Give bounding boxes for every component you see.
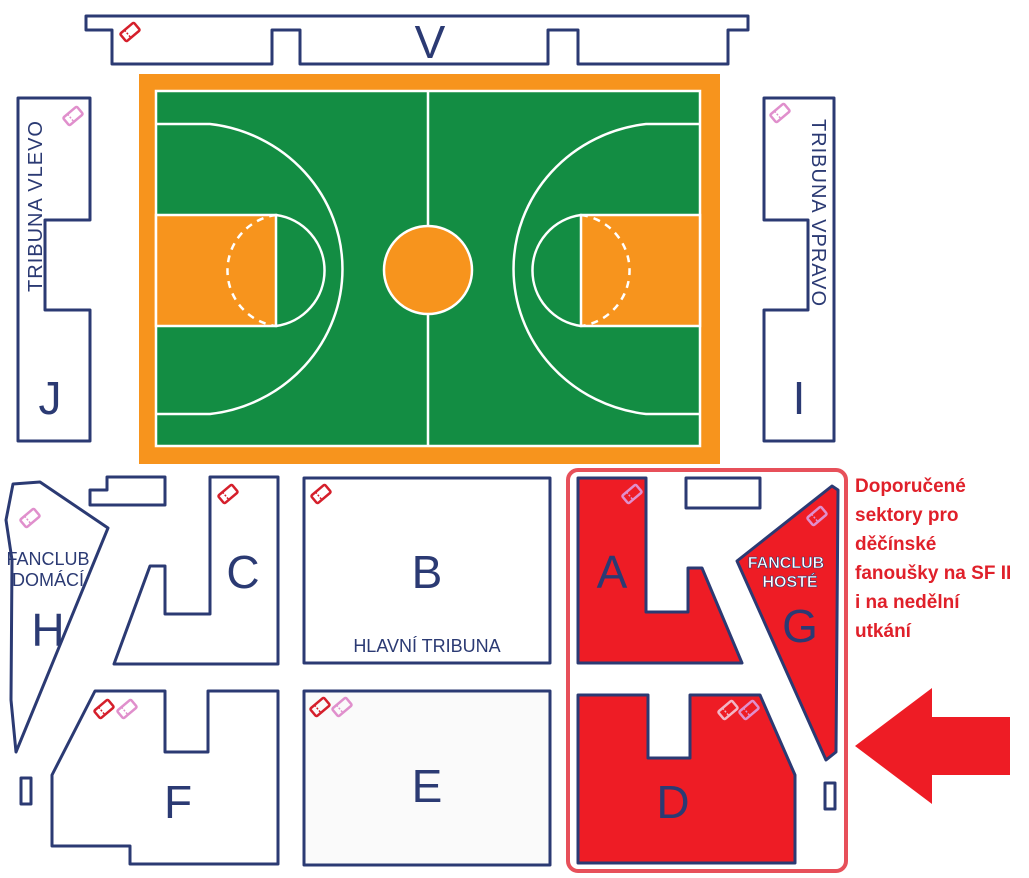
- section-label-v: V: [415, 16, 446, 68]
- label-tribuna-vpravo: TRIBUNA VPRAVO: [807, 119, 829, 307]
- note-line-3: děčínské: [855, 534, 937, 555]
- section-c[interactable]: C: [112, 475, 280, 666]
- section-label-e: E: [412, 760, 443, 812]
- section-label-c: C: [226, 546, 259, 598]
- ticket-icon: [62, 105, 84, 127]
- note-line-6: utkání: [855, 621, 911, 642]
- section-label-f: F: [164, 776, 192, 828]
- small-marker-left: [19, 776, 33, 806]
- basketball-court: [139, 74, 720, 464]
- ticket-icon: [309, 696, 331, 718]
- note-line-1: Doporučené: [855, 476, 966, 497]
- ticket-icon: [119, 21, 141, 43]
- section-e[interactable]: E: [302, 689, 552, 867]
- ticket-icon: [19, 507, 41, 529]
- recommended-sectors-frame: [566, 468, 848, 873]
- label-fanclub-hoste-1: FANCLUB: [748, 555, 824, 572]
- note-line-2: sektory pro: [855, 505, 959, 526]
- label-fanclub-domaci-1: FANCLUB: [6, 549, 89, 569]
- ticket-icon: [116, 698, 138, 720]
- section-h-fanclub-domaci[interactable]: FANCLUB DOMÁCÍ H: [4, 480, 110, 754]
- section-label-j: J: [39, 372, 62, 424]
- note-line-5: i na nedělní: [855, 592, 960, 613]
- section-label-i: I: [793, 372, 806, 424]
- section-a[interactable]: A: [576, 476, 744, 665]
- section-d[interactable]: D: [576, 693, 797, 865]
- section-label-b: B: [412, 546, 443, 598]
- section-b-hlavni-tribuna[interactable]: B HLAVNÍ TRIBUNA: [302, 476, 552, 665]
- small-block-top-right: [684, 476, 762, 510]
- section-label-a: A: [597, 546, 628, 598]
- small-marker-right: [823, 781, 837, 811]
- ticket-icon: [93, 698, 115, 720]
- label-hlavni-tribuna: HLAVNÍ TRIBUNA: [353, 636, 500, 656]
- section-g-fanclub-hoste[interactable]: FANCLUB HOSTÉ G: [735, 484, 840, 762]
- recommendation-note: Doporučené sektory pro děčínské fanoušky…: [855, 472, 1029, 646]
- ticket-icon: [738, 699, 760, 721]
- small-block-top-left: [88, 475, 167, 507]
- section-j[interactable]: TRIBUNA VLEVO J: [16, 96, 92, 443]
- ticket-icon: [310, 483, 332, 505]
- note-line-4: fanoušky na SF II: [855, 563, 1012, 584]
- section-label-h: H: [31, 604, 64, 656]
- ticket-icon: [331, 696, 353, 718]
- ticket-icon: [217, 483, 239, 505]
- ticket-icon: [769, 102, 791, 124]
- section-v[interactable]: V: [84, 14, 750, 68]
- label-fanclub-hoste-2: HOSTÉ: [762, 572, 817, 591]
- section-label-g: G: [782, 600, 818, 652]
- arrow-left-icon: [855, 688, 1010, 804]
- section-i[interactable]: TRIBUNA VPRAVO I: [762, 96, 836, 443]
- ticket-icon: [621, 483, 643, 505]
- ticket-icon: [717, 699, 739, 721]
- label-fanclub-domaci-2: DOMÁCÍ: [12, 570, 84, 590]
- label-tribuna-vlevo: TRIBUNA VLEVO: [25, 120, 47, 292]
- section-label-d: D: [656, 776, 689, 828]
- section-f[interactable]: F: [50, 689, 280, 866]
- ticket-icon: [806, 505, 828, 527]
